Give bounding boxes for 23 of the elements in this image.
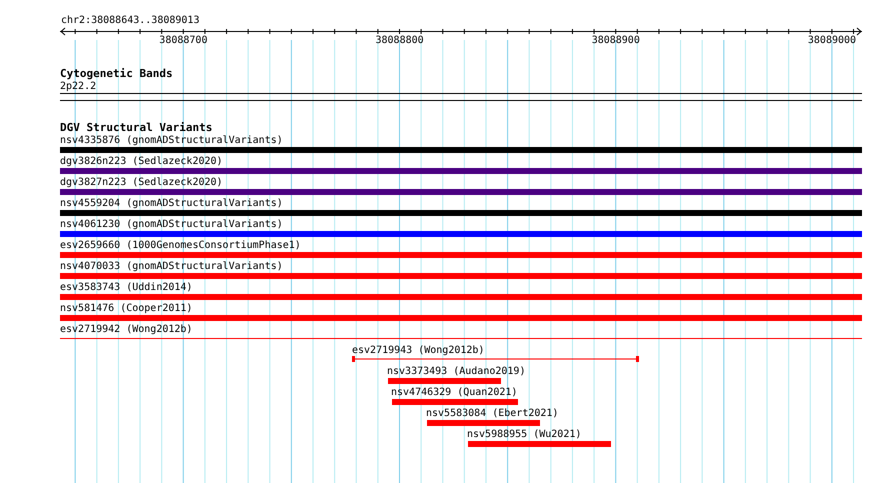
feature-label: nsv581476 (Cooper2011)	[60, 303, 192, 314]
track-heading: DGV Structural Variants	[60, 122, 212, 133]
feature-label: nsv4061230 (gnomADStructuralVariants)	[60, 219, 283, 230]
tick-label: 38089000	[808, 35, 856, 46]
feature-label: nsv5988955 (Wu2021)	[467, 429, 582, 440]
feature-label: esv3583743 (Uddin2014)	[60, 282, 192, 293]
band-label: 2p22.2	[60, 81, 96, 92]
feature-label: nsv4070033 (gnomADStructuralVariants)	[60, 261, 283, 272]
feature-label: dgv3826n223 (Sedlazeck2020)	[60, 156, 223, 167]
feature-label: dgv3827n223 (Sedlazeck2020)	[60, 177, 223, 188]
position-label: chr2:38088643..38089013	[61, 15, 200, 26]
feature-label: esv2719942 (Wong2012b)	[60, 324, 192, 335]
feature-label: nsv4559204 (gnomADStructuralVariants)	[60, 198, 283, 209]
feature-label: esv2659660 (1000GenomesConsortiumPhase1)	[60, 240, 301, 251]
feature-label: nsv4746329 (Quan2021)	[391, 387, 518, 398]
feature-label: nsv5583084 (Ebert2021)	[426, 408, 558, 419]
track-heading: Cytogenetic Bands	[60, 68, 173, 79]
tick-label: 38088900	[592, 35, 640, 46]
tick-label: 38088700	[159, 35, 208, 46]
tick-label: 38088800	[376, 35, 424, 46]
feature-label: nsv3373493 (Audano2019)	[387, 366, 526, 377]
feature-label: esv2719943 (Wong2012b)	[352, 345, 484, 356]
feature-label: nsv4335876 (gnomADStructuralVariants)	[60, 135, 283, 146]
